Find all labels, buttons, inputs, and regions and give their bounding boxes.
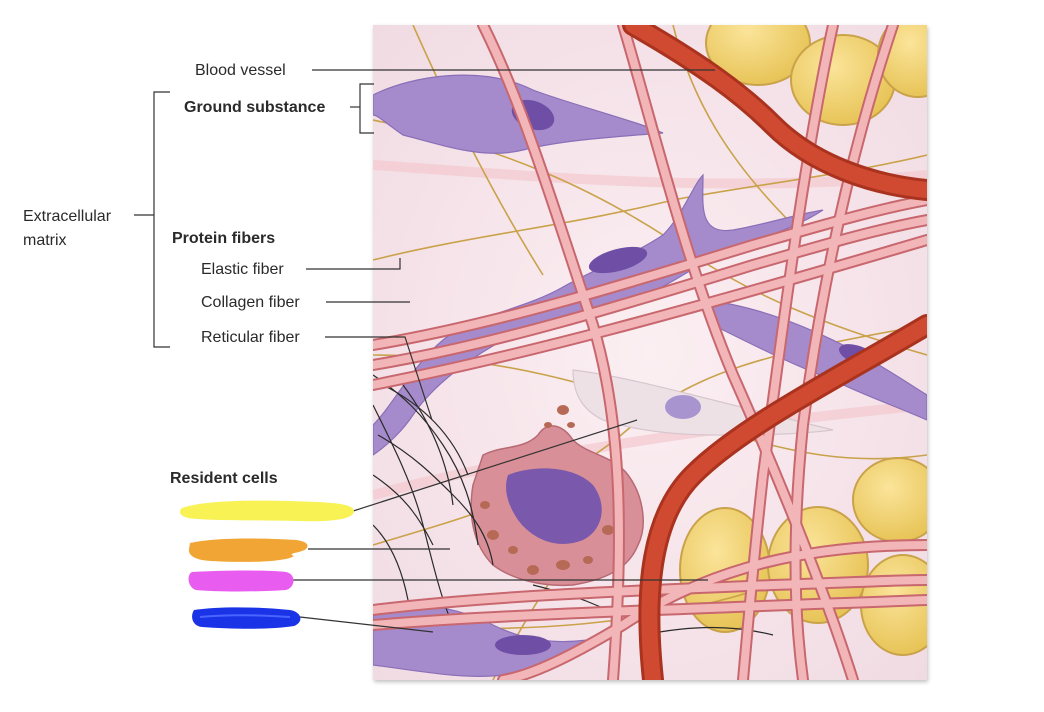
extracellular-matrix-label-line2: matrix: [23, 232, 67, 249]
orange-highlight-marker: [188, 538, 308, 562]
protein-fibers-label: Protein fibers: [172, 230, 276, 247]
blue-highlight-marker: [192, 607, 301, 629]
resident-cells-label: Resident cells: [170, 470, 278, 487]
blood-vessels: [622, 25, 927, 680]
blood-vessel-label: Blood vessel: [195, 62, 286, 79]
yellow-highlight-marker: [180, 500, 354, 522]
ground-substance-label: Ground substance: [184, 99, 326, 116]
connective-tissue-illustration: [373, 25, 927, 680]
extracellular-matrix-label-line1: Extracellular: [23, 208, 112, 225]
elastic-fiber-label: Elastic fiber: [201, 261, 284, 278]
magenta-highlight-marker: [188, 570, 294, 592]
collagen-fiber-label: Collagen fiber: [201, 294, 300, 311]
reticular-fiber-label: Reticular fiber: [201, 329, 300, 346]
